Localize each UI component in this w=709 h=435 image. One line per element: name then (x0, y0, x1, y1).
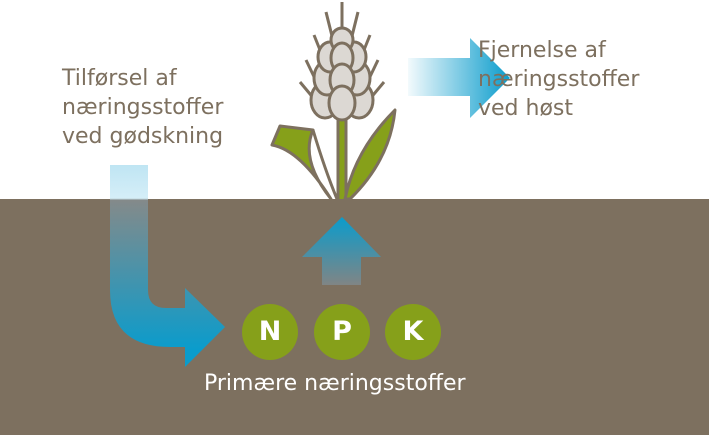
nutrients-caption: Primære næringsstoffer (204, 371, 466, 396)
harvest-arrow (408, 38, 510, 118)
harvest-label-line: næringsstoffer (478, 67, 640, 92)
fertilizer-arrow (110, 165, 225, 367)
fertilizer-label-line: ved gødskning (62, 124, 224, 149)
harvest-label-line: ved høst (478, 96, 574, 121)
harvest-label: Fjernelse af næringsstoffer ved høst (478, 36, 639, 123)
fertilizer-label-line: næringsstoffer (62, 95, 224, 120)
wheat-plant-icon (270, 2, 397, 201)
fertilizer-label: Tilførsel af næringsstoffer ved gødsknin… (62, 64, 223, 151)
fertilizer-label-line: Tilførsel af (62, 66, 177, 91)
harvest-label-line: Fjernelse af (478, 38, 606, 63)
nutrient-p-badge: P (314, 304, 370, 360)
uptake-arrow (302, 217, 381, 285)
nutrient-n-badge: N (242, 304, 298, 360)
nutrient-k-badge: K (385, 304, 441, 360)
